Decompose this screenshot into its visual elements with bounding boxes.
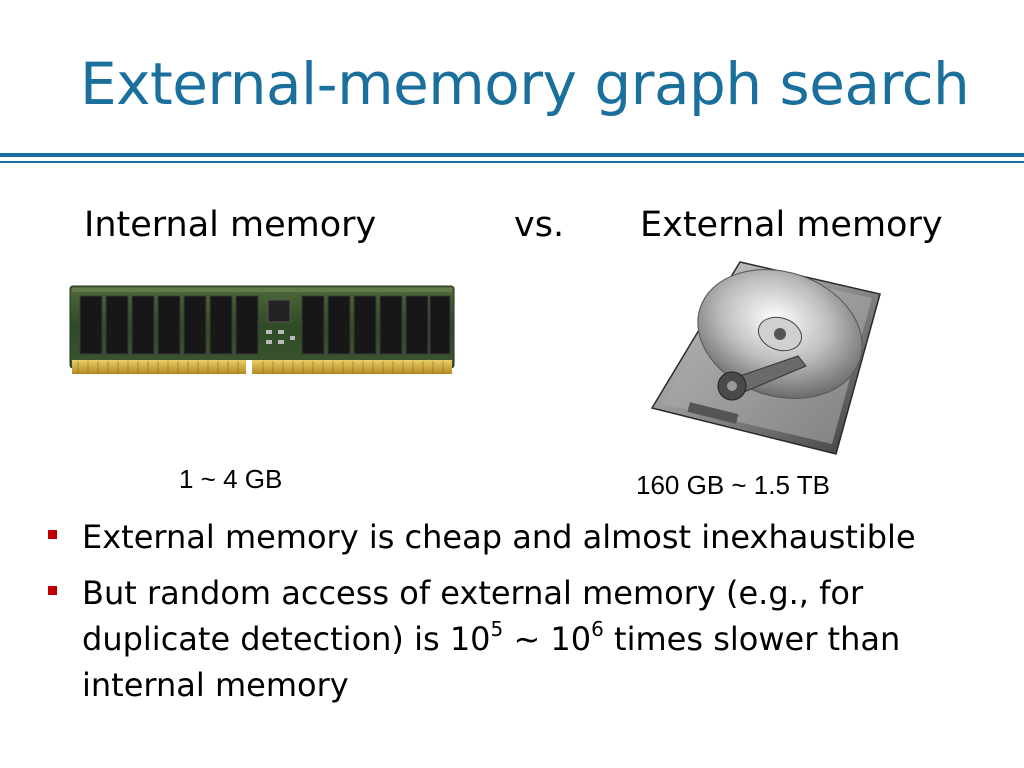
bullet-list: External memory is cheap and almost inex… (46, 514, 1006, 718)
bullet-text-part: ~ 10 (503, 620, 592, 658)
hard-drive-image (650, 261, 881, 455)
exponent: 6 (591, 617, 604, 641)
internal-memory-capacity: 1 ~ 4 GB (179, 464, 283, 494)
bullet-text-part: times slower than internal memory (82, 620, 901, 704)
bullet-text-part: But random access of external memory (e.… (82, 574, 864, 658)
exponent: 5 (490, 617, 504, 641)
title-rule-thick (0, 153, 1024, 157)
bullet-item: External memory is cheap and almost inex… (46, 514, 1006, 560)
external-memory-capacity: 160 GB ~ 1.5 TB (636, 470, 830, 500)
bullet-item: But random access of external memory (e.… (46, 570, 1006, 708)
title-rule-thin (0, 161, 1024, 163)
external-memory-label: External memory (640, 205, 943, 245)
bullet-square-icon (48, 586, 57, 595)
internal-memory-label: Internal memory (84, 205, 377, 245)
slide-title: External-memory graph search (80, 50, 970, 118)
bullet-square-icon (48, 530, 57, 539)
vs-label: vs. (514, 205, 565, 245)
bullet-text: External memory is cheap and almost inex… (82, 518, 916, 556)
ram-module-image (69, 285, 455, 374)
